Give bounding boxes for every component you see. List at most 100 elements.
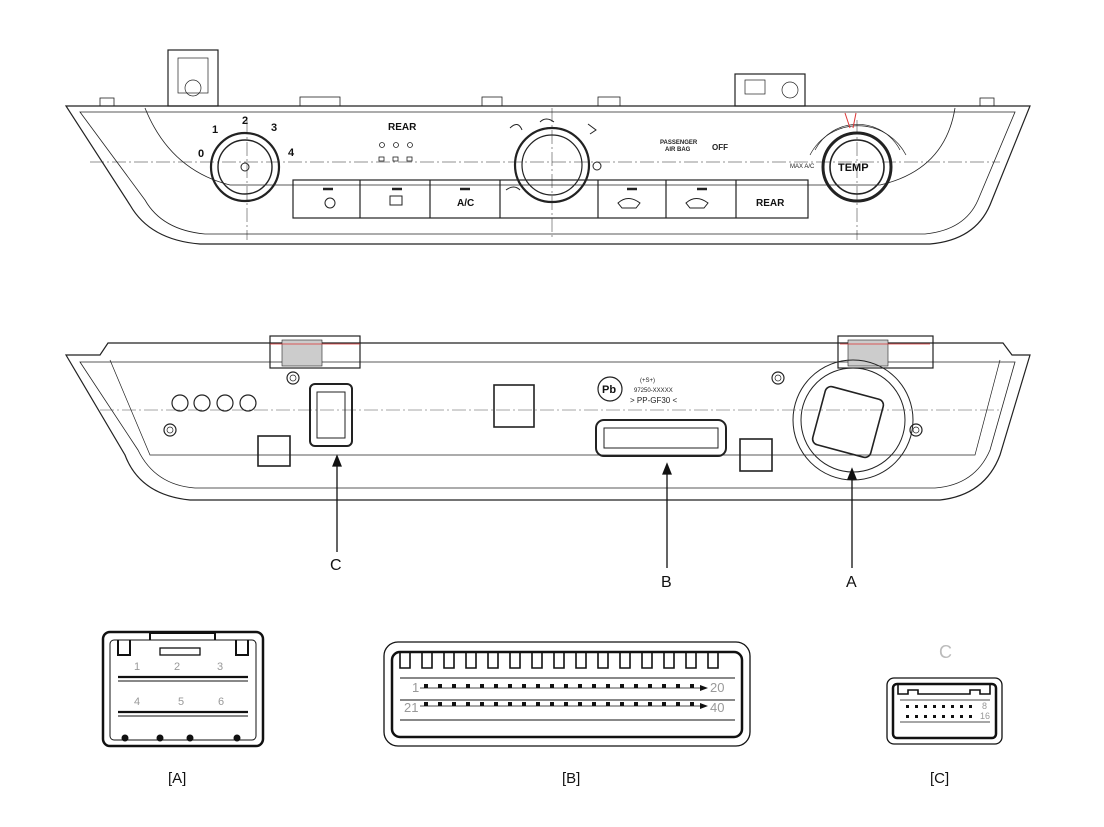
fan-tick-0: 0	[198, 148, 204, 160]
pin-contact	[424, 684, 428, 688]
pin-contact	[494, 684, 498, 688]
pin-contact	[564, 702, 568, 706]
pin-contact	[942, 705, 945, 708]
pin-contact	[942, 715, 945, 718]
max-ac-text: MAX A/C	[790, 164, 815, 170]
pin-label: 1	[412, 680, 419, 695]
pin-contact	[564, 684, 568, 688]
pin-contact	[634, 684, 638, 688]
pin-contact	[508, 702, 512, 706]
pin-label: 6	[218, 696, 224, 708]
pin-contact	[578, 702, 582, 706]
rear-button-label: REAR	[756, 198, 785, 209]
pin-contact	[536, 684, 540, 688]
pin-contact	[969, 715, 972, 718]
pin-label: 4	[134, 696, 140, 708]
pin-contact	[494, 702, 498, 706]
pin-contact	[452, 684, 456, 688]
pin-contact	[508, 684, 512, 688]
pin-contact	[933, 715, 936, 718]
pin-contact	[676, 684, 680, 688]
part-line-2: 97250-XXXXX	[634, 388, 673, 394]
temp-knob-label: TEMP	[838, 162, 869, 174]
pin-contact	[620, 702, 624, 706]
pin-label: 3	[217, 661, 223, 673]
pin-contact	[662, 702, 666, 706]
pin-label: 16	[980, 711, 990, 721]
connector-b-caption: [B]	[562, 770, 580, 787]
fan-tick-2: 2	[242, 115, 248, 127]
callout-c: C	[330, 557, 342, 574]
pin-contact	[606, 684, 610, 688]
pin-label: 20	[710, 680, 724, 695]
pin-label: 8	[982, 701, 987, 711]
pin-contact	[969, 705, 972, 708]
pin-contact	[522, 684, 526, 688]
pin-label: 5	[178, 696, 184, 708]
front-panel-labels: 0 1 2 3 4 REAR A/C REAR TEMP PASSENGER A…	[198, 115, 869, 209]
connector-b-pins: 1 20 21 40	[404, 680, 724, 715]
pin-contact	[480, 702, 484, 706]
pin-contact	[933, 705, 936, 708]
pin-contact	[424, 702, 428, 706]
connector-c-caption: [C]	[930, 770, 949, 787]
callout-arrows	[332, 454, 857, 568]
passenger-airbag-text-2: AIR BAG	[665, 147, 691, 153]
pin-contact	[592, 684, 596, 688]
pin-contact	[662, 684, 666, 688]
pin-contact	[951, 715, 954, 718]
connector-b-pin-grid	[424, 684, 694, 706]
connector-c-pins: 8 16	[980, 701, 990, 721]
pin-contact	[676, 702, 680, 706]
pin-contact	[906, 705, 909, 708]
pin-contact	[536, 702, 540, 706]
pin-contact	[578, 684, 582, 688]
pin-contact	[690, 684, 694, 688]
pin-contact	[452, 702, 456, 706]
fan-tick-1: 1	[212, 124, 218, 136]
callout-a: A	[846, 574, 857, 591]
passenger-off-text: OFF	[712, 143, 728, 152]
connector-c	[886, 677, 1003, 745]
pin-contact	[690, 702, 694, 706]
pin-contact	[592, 702, 596, 706]
pin-contact	[522, 702, 526, 706]
fan-tick-4: 4	[288, 147, 295, 159]
front-panel	[64, 49, 1031, 245]
pin-contact	[960, 705, 963, 708]
pin-label: 40	[710, 700, 724, 715]
part-line-1: (+S+)	[640, 378, 655, 384]
pin-contact	[466, 684, 470, 688]
pin-contact	[648, 684, 652, 688]
part-line-3: > PP-GF30 <	[630, 396, 677, 405]
pin-contact	[550, 684, 554, 688]
callout-b: B	[661, 574, 672, 591]
pin-contact	[438, 702, 442, 706]
pin-contact	[960, 715, 963, 718]
pin-contact	[634, 702, 638, 706]
pin-contact	[951, 705, 954, 708]
rear-indicator-label: REAR	[388, 122, 417, 133]
rear-panel	[64, 335, 1031, 501]
pin-contact	[550, 702, 554, 706]
pin-label: 2	[174, 661, 180, 673]
pin-contact	[906, 715, 909, 718]
pin-contact	[438, 684, 442, 688]
pin-contact	[466, 702, 470, 706]
connector-c-pin-grid	[906, 705, 972, 718]
rear-panel-labels: Pb (+S+) 97250-XXXXX > PP-GF30 <	[602, 378, 677, 405]
pin-contact	[924, 715, 927, 718]
pin-label: 1	[134, 661, 140, 673]
passenger-airbag-text: PASSENGER	[660, 140, 698, 146]
pb-mark: Pb	[602, 384, 616, 396]
connector-b	[383, 641, 751, 747]
fan-tick-3: 3	[271, 122, 277, 134]
pin-contact	[648, 702, 652, 706]
ac-button-label: A/C	[457, 198, 474, 209]
pin-contact	[620, 684, 624, 688]
pin-contact	[606, 702, 610, 706]
connector-a-caption: [A]	[168, 770, 186, 787]
pin-contact	[915, 715, 918, 718]
connector-a-pins: 1 2 3 4 5 6	[134, 661, 224, 708]
